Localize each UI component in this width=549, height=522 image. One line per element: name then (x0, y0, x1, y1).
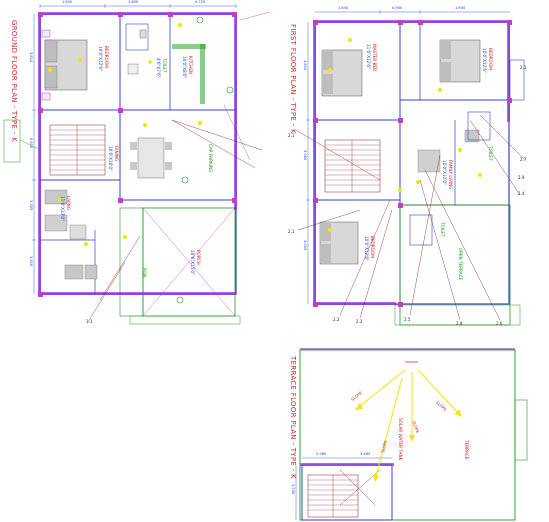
terrace-label: TERRACE (464, 440, 469, 460)
dimension-label: 1.650 (455, 6, 466, 10)
section-tag: 2.2 (333, 317, 340, 322)
room-label: MASTER BED (372, 44, 377, 72)
room-label: TOILET (440, 222, 445, 237)
room-size: 10'0"X8'0" (182, 56, 187, 79)
dimension-label: 2.980 (316, 452, 327, 456)
room-label: BEDROOM (488, 48, 493, 70)
dimension-label: 0.900 (392, 6, 403, 10)
dimension-label: 3.810 (303, 60, 307, 71)
room-label: TOILET (488, 146, 493, 161)
section-tag: 1.1 (86, 319, 93, 324)
dimension-label: 1.650 (128, 0, 139, 4)
dimension-label: 1.650 (338, 6, 349, 10)
dimension-label: 3.810 (29, 52, 33, 63)
room-size: 10'0"X12'0" (442, 160, 447, 186)
first-floor-title: FIRST FLOOR PLAN - TYPE - K (289, 24, 297, 134)
first-floor-plan (295, 10, 526, 326)
section-tag: 2.8 (456, 321, 463, 326)
dimension-label: 3.910 (29, 256, 33, 267)
dimension-label: 1.650 (62, 0, 73, 4)
room-label: BEDROOM (104, 46, 109, 68)
ground-floor-plan (3, 4, 271, 325)
dimension-label: 3.465 (360, 452, 371, 456)
room-label: BEDROOM (370, 236, 375, 258)
dimension-label: 0.725 (195, 0, 206, 4)
room-size: 11'0"X13'0" (60, 196, 65, 222)
section-tag: 2.1 (520, 65, 527, 70)
room-label: LIVING (66, 196, 71, 211)
room-label: OPEN TERRACE (458, 248, 463, 281)
section-tag: 2.5 (404, 317, 411, 322)
dimension-label: 1.530 (291, 484, 295, 495)
room-size: 10'0"X10'0" (108, 146, 113, 172)
ground-staircase (49, 124, 106, 176)
room-label: PORCH (196, 250, 201, 265)
ground-living-furniture (44, 189, 98, 280)
room-label: DINING (114, 146, 119, 162)
ground-bed (41, 29, 88, 101)
room-size: 4'6"X7'6" (156, 58, 161, 78)
section-tag: 2.1 (288, 133, 295, 138)
dimension-label: 3.355 (29, 200, 33, 211)
ground-floor-title: GROUND FLOOR PLAN - TYPE - K (10, 20, 18, 143)
section-tag: 2.4 (518, 191, 525, 196)
terrace-floor-title: TERRACE FLOOR PLAN - TYPE - K (289, 356, 297, 479)
room-size: 10'0"X12'6" (482, 48, 487, 74)
room-size: 10'0"X12'6" (98, 46, 103, 72)
dimension-label: 3.960 (303, 150, 307, 161)
terrace-floor-plan (295, 348, 528, 521)
room-size: 10'6"X15'0" (190, 250, 195, 276)
first-staircase (324, 139, 381, 193)
room-label: TOILET (162, 58, 167, 73)
ground-dining-table (130, 137, 172, 179)
dimension-label: 3.055 (303, 240, 307, 251)
terrace-staircase (307, 474, 359, 518)
first-beds (319, 39, 481, 265)
section-tag: 2.1 (288, 229, 295, 234)
slope-arrows (354, 369, 462, 482)
room-label: CAR PARKING (208, 144, 213, 173)
solar-tank-label: SOLAR WATER TANK (398, 418, 403, 461)
room-label: FAMILY LIVING (448, 160, 453, 190)
section-tag: 2.7 (520, 157, 527, 162)
section-tag: 2.6 (496, 321, 503, 326)
room-size: 11'0"X12'6" (366, 44, 371, 70)
room-label: KITCHEN (188, 56, 193, 75)
section-tag: 2.3 (356, 319, 363, 324)
room-size: 10'0"X12'6" (364, 236, 369, 262)
dimension-label: 0.610 (29, 138, 33, 149)
section-tag: 2.9 (518, 175, 525, 180)
room-label: PUJA (142, 268, 147, 278)
